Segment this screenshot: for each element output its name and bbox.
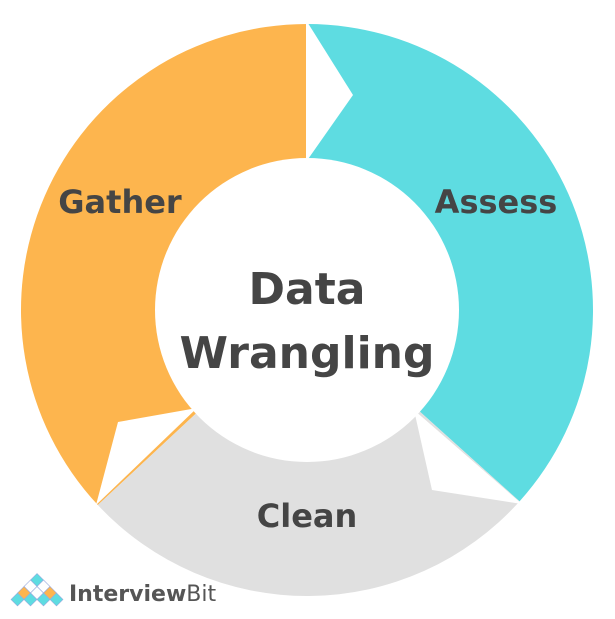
svg-text:InterviewBit: InterviewBit [69, 582, 216, 607]
interviewbit-logo: InterviewBit [10, 573, 216, 607]
logo-diamond [10, 592, 25, 607]
logo-diamond [49, 592, 64, 607]
logo-diamond [23, 592, 38, 607]
sector-clean [97, 410, 520, 596]
center-title-line1: Data [249, 264, 366, 315]
logo-text-bit: Bit [186, 582, 216, 607]
logo-text-interview: Interview [69, 582, 186, 607]
stage-label-gather: Gather [58, 183, 182, 221]
stage-label-assess: Assess [435, 183, 558, 221]
logo-diamond-icon [10, 573, 64, 607]
center-title-line2: Wrangling [180, 328, 435, 379]
stage-label-clean: Clean [257, 497, 358, 535]
arrow-notch-top [306, 20, 353, 162]
center-circle [155, 158, 459, 462]
logo-diamond [36, 592, 51, 607]
arrow-notch-left [96, 408, 197, 505]
arrow-notch-right [414, 410, 522, 504]
